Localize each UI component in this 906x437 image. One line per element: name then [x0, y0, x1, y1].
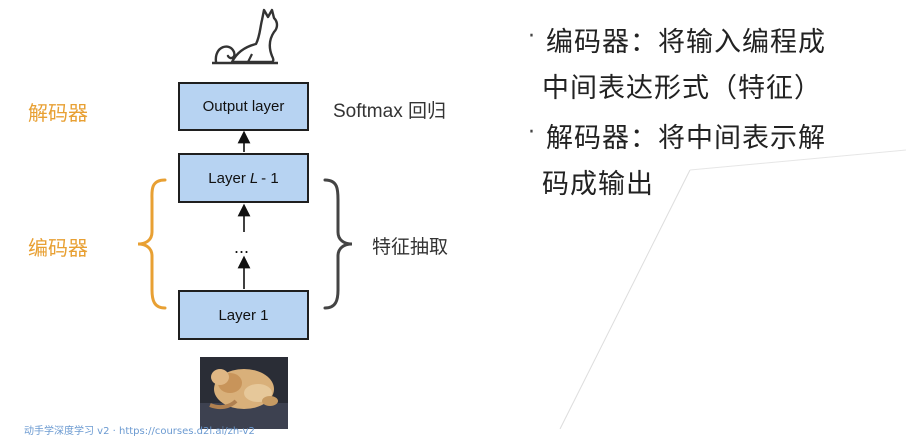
footer-text: 动手学深度学习 v2 · https://courses.d2l.ai/zh-v… — [24, 426, 255, 437]
layer-1-label: Layer 1 — [218, 306, 269, 324]
bullet-encoder-line1: 编码器：将输入编程成 — [546, 27, 826, 58]
bullet-dot-icon: · — [528, 24, 535, 49]
cat-icon — [212, 8, 279, 65]
bullet-item-decoder: · 解码器：将中间表示解 码成输出 — [528, 116, 826, 208]
layer-l-italic: L — [249, 169, 259, 187]
layer-l-minus-1-box: Layer L - 1 — [178, 153, 309, 203]
output-layer-label: Output layer — [202, 98, 285, 115]
cat-photo — [200, 357, 288, 429]
softmax-label: Softmax 回归 — [333, 101, 446, 122]
bullet-dot-icon: · — [528, 120, 535, 145]
bullet-item-encoder: · 编码器：将输入编程成 中间表达形式（特征） — [528, 20, 826, 112]
bullet-encoder-line2: 中间表达形式（特征） — [542, 73, 822, 104]
decoder-label: 解码器 — [28, 101, 88, 125]
layer-l-suffix: - 1 — [261, 169, 279, 187]
feature-extraction-label: 特征抽取 — [372, 236, 449, 258]
ellipsis-dots: ... — [234, 237, 250, 257]
feature-brace — [323, 178, 353, 310]
output-layer-box: Output layer — [178, 82, 309, 131]
encoder-label: 编码器 — [28, 236, 88, 260]
encoder-brace — [137, 178, 167, 310]
bullet-list: · 编码器：将输入编程成 中间表达形式（特征） · 解码器：将中间表示解 码成输… — [528, 20, 826, 208]
bullet-decoder-line1: 解码器：将中间表示解 — [546, 123, 826, 154]
layer-1-box: Layer 1 — [178, 290, 309, 340]
layer-l-prefix: Layer — [208, 169, 246, 187]
bullet-decoder-line2: 码成输出 — [542, 169, 654, 200]
